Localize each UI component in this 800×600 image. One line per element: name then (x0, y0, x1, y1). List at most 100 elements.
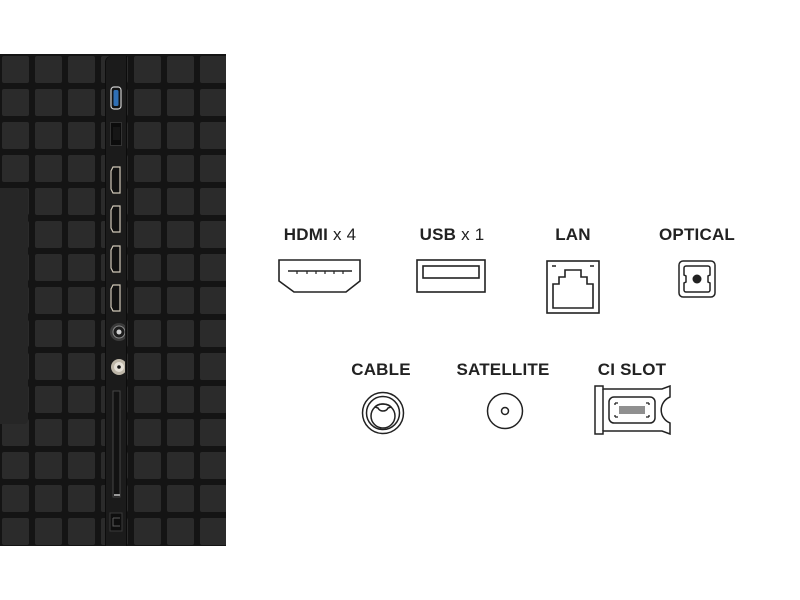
panel-grid-tile (35, 419, 62, 446)
panel-grid-tile (167, 89, 194, 116)
panel-grid-tile (35, 518, 62, 545)
panel-grid-tile (35, 221, 62, 248)
panel-grid-tile (68, 287, 95, 314)
usb-label: USB x 1 (419, 225, 485, 244)
hdmi-port-icon (110, 166, 122, 199)
panel-grid-tile (200, 320, 226, 347)
panel-grid-tile (134, 386, 161, 413)
panel-grid-tile (35, 188, 62, 215)
panel-grid-tile (167, 188, 194, 215)
panel-grid-tile (200, 221, 226, 248)
panel-grid-tile (134, 452, 161, 479)
port-strip (106, 56, 128, 546)
panel-grid-tile (68, 221, 95, 248)
panel-grid-tile (2, 452, 29, 479)
lan-label: LAN (555, 225, 591, 244)
ci-slot-label: CI SLOT (597, 360, 667, 379)
panel-grid-tile (35, 122, 62, 149)
panel-grid-tile (134, 89, 161, 116)
panel-grid-tile (68, 419, 95, 446)
hdmi-port-icon (110, 245, 122, 278)
panel-grid-tile (35, 155, 62, 182)
panel-grid-tile (35, 56, 62, 83)
panel-grid-tile (68, 452, 95, 479)
panel-grid-tile (134, 320, 161, 347)
panel-grid-tile (200, 254, 226, 281)
panel-grid-tile (134, 287, 161, 314)
panel-grid-tile (68, 56, 95, 83)
panel-grid-tile (134, 518, 161, 545)
panel-grid-tile (2, 122, 29, 149)
panel-grid-tile (35, 485, 62, 512)
panel-grid-tile (68, 518, 95, 545)
panel-grid-tile (200, 89, 226, 116)
panel-grid-tile (134, 122, 161, 149)
panel-grid-tile (200, 287, 226, 314)
panel-grid-tile (68, 254, 95, 281)
optical-icon (678, 260, 716, 303)
panel-grid-tile (200, 353, 226, 380)
panel-grid-tile (167, 221, 194, 248)
panel-grid-tile (167, 419, 194, 446)
hdmi-port-icon (110, 284, 122, 317)
cable-label: CABLE (351, 360, 411, 379)
panel-grid-tile (200, 155, 226, 182)
panel-grid-tile (167, 320, 194, 347)
panel-grid-tile (134, 254, 161, 281)
panel-grid-tile (68, 155, 95, 182)
panel-grid-tile (200, 518, 226, 545)
lan-port-icon (110, 122, 122, 151)
panel-grid-tile (35, 452, 62, 479)
satellite-icon (485, 391, 525, 436)
hdmi-label: HDMI x 4 (283, 225, 357, 244)
tv-back-panel (0, 54, 226, 546)
panel-grid-tile (2, 518, 29, 545)
satellite-label: SATELLITE (456, 360, 550, 379)
panel-grid-tile (35, 254, 62, 281)
optical-label: OPTICAL (658, 225, 736, 244)
panel-grid-tile (68, 320, 95, 347)
tv-stand-mount (0, 188, 28, 424)
panel-grid-tile (167, 122, 194, 149)
panel-grid-tile (134, 188, 161, 215)
lan-icon (546, 260, 600, 319)
ci-slot-icon (112, 390, 122, 503)
usb-icon (416, 259, 486, 298)
hdmi-port-icon (110, 205, 122, 238)
panel-grid-tile (200, 452, 226, 479)
panel-grid-tile (35, 287, 62, 314)
panel-grid-tile (200, 386, 226, 413)
satellite-port-icon (109, 356, 127, 383)
panel-grid-tile (200, 122, 226, 149)
usb-port-icon (110, 86, 122, 115)
panel-grid-tile (35, 320, 62, 347)
panel-grid-tile (134, 155, 161, 182)
hdmi-icon (278, 259, 362, 300)
panel-grid-tile (134, 221, 161, 248)
panel-grid-tile (35, 386, 62, 413)
ci-slot-icon (594, 384, 672, 440)
panel-grid-tile (167, 155, 194, 182)
panel-grid-tile (134, 419, 161, 446)
panel-grid-tile (200, 56, 226, 83)
panel-grid-tile (2, 155, 29, 182)
panel-grid-tile (35, 89, 62, 116)
panel-grid-tile (2, 56, 29, 83)
panel-grid-tile (2, 89, 29, 116)
panel-grid-tile (167, 518, 194, 545)
cable-icon (361, 390, 405, 441)
panel-grid-tile (200, 485, 226, 512)
panel-grid-tile (68, 386, 95, 413)
panel-grid-tile (68, 122, 95, 149)
panel-grid-tile (200, 188, 226, 215)
panel-grid-tile (167, 485, 194, 512)
panel-grid-tile (68, 353, 95, 380)
panel-grid-tile (134, 56, 161, 83)
optical-port-icon (109, 512, 123, 537)
coax-port-icon (109, 320, 128, 349)
panel-grid-tile (68, 485, 95, 512)
panel-grid-tile (35, 353, 62, 380)
panel-grid-tile (68, 89, 95, 116)
panel-grid-tile (134, 485, 161, 512)
panel-grid-tile (68, 188, 95, 215)
